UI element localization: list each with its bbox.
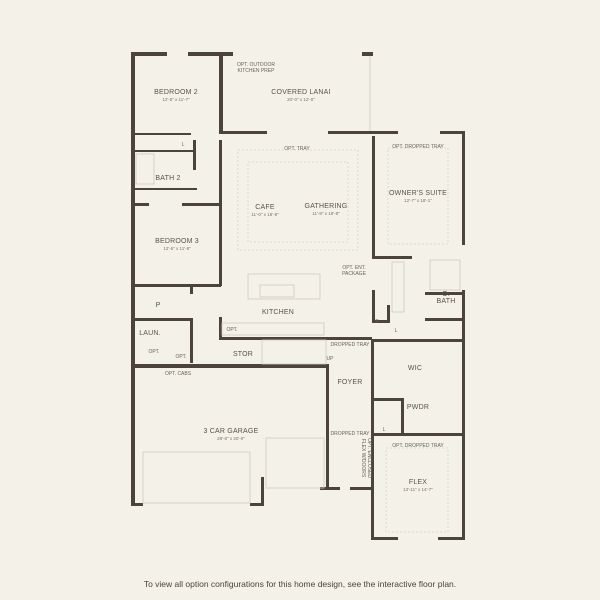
- note: OPT. TRAY: [284, 146, 310, 152]
- room-laundry: LAUN.: [139, 330, 161, 337]
- note: OPT.: [226, 327, 237, 333]
- note: PACKAGE: [342, 271, 366, 277]
- room-foyer: FOYER: [337, 379, 362, 386]
- room-kitchen: KITCHEN: [262, 309, 294, 316]
- note: OPT. DROPPED TRAY: [392, 443, 444, 449]
- room-pantry: P: [156, 302, 161, 309]
- note: OPT. ENCLOSED: [366, 438, 372, 478]
- fixtures: [135, 56, 461, 533]
- room-dimension: 12'-5" x 11'-8": [163, 246, 191, 251]
- note: OPT. CABS: [165, 371, 192, 377]
- note: FLEX W/DOORS: [360, 439, 366, 478]
- room-owners-bath: O.: [442, 291, 450, 298]
- note: OPT. OUTDOOR: [237, 62, 275, 68]
- note: DROPPED TRAY: [331, 342, 371, 348]
- room-dimension: 11'-0" x 18'-8": [251, 212, 279, 217]
- room-dimension: 12'-5" x 11'-7": [162, 97, 190, 102]
- room-wic: WIC: [408, 365, 422, 372]
- room-covered-lanai: COVERED LANAI: [271, 89, 330, 96]
- note: OPT. DROPPED TRAY: [392, 144, 444, 150]
- room-dimension: 12'-7" x 18'-1": [404, 198, 432, 203]
- room-bedroom-2: BEDROOM 2: [154, 89, 198, 96]
- note: DROPPED TRAY: [331, 431, 371, 437]
- room-3-car-garage: 3 CAR GARAGE: [204, 428, 259, 435]
- room-dimension: 28'-8" x 20'-0": [217, 436, 245, 441]
- room-flex: FLEX: [409, 479, 427, 486]
- room-gathering: GATHERING: [305, 203, 348, 210]
- room-owners-bath: BATH: [437, 298, 456, 305]
- room-powder: PWDR: [407, 404, 429, 411]
- note: L: [383, 427, 386, 433]
- note: L: [395, 328, 398, 334]
- room-storage: STOR: [233, 351, 253, 358]
- note: OPT.: [148, 349, 159, 355]
- room-bath-2: BATH 2: [155, 175, 180, 182]
- room-dimension: 13'-11" x 14'-7": [403, 487, 433, 492]
- note: KITCHEN PREP: [238, 68, 276, 74]
- room-dimension: 20'-0" x 12'-0": [287, 97, 315, 102]
- note: L: [182, 142, 185, 148]
- note: UP: [327, 356, 335, 362]
- room-cafe: CAFE: [255, 204, 275, 211]
- walls: [131, 52, 465, 540]
- note: OPT. ENT.: [342, 265, 365, 271]
- room-owners-suite: OWNER'S SUITE: [389, 190, 447, 197]
- room-dimension: 11'-8" x 18'-8": [312, 211, 340, 216]
- room-labels: BEDROOM 2 12'-5" x 11'-7" COVERED LANAI …: [139, 62, 455, 492]
- note: P: [375, 319, 379, 325]
- floor-plan-caption: To view all option configurations for th…: [143, 579, 457, 589]
- room-bedroom-3: BEDROOM 3: [155, 238, 199, 245]
- note: OPT.: [175, 354, 186, 360]
